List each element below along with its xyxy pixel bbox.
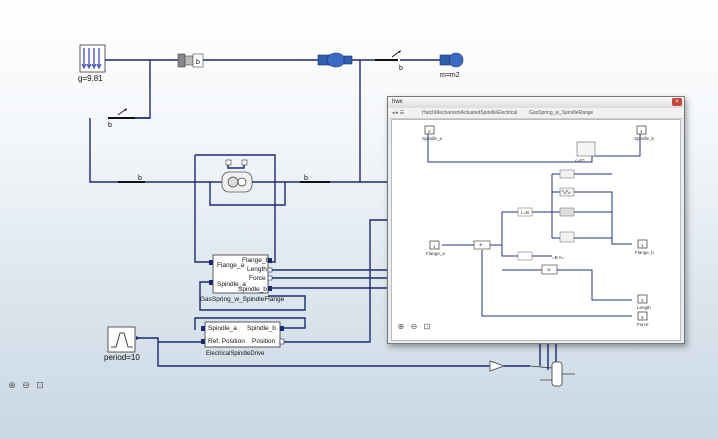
zoom-in-icon[interactable]: ⊕ (397, 322, 405, 331)
nav-arrows-icon[interactable]: ◂ ▸ ☰ (392, 110, 405, 116)
gs-port-flange-a: Flange_a (217, 262, 244, 269)
constant-label: c=F1 (575, 158, 586, 163)
subsystem-canvas[interactable]: 2 Spindle_a 4 Spindle_b 1 Flange_a 1 Fla… (391, 119, 681, 341)
port-label: Spindle_b (634, 136, 655, 141)
relational-label: L=B (521, 210, 529, 215)
port-label: Spindle_a (422, 136, 443, 141)
inner-mass[interactable] (559, 231, 575, 243)
zoom-out-icon[interactable]: ⊖ (22, 380, 30, 390)
switch-left[interactable] (108, 108, 135, 119)
port-num: 2 (641, 298, 644, 303)
port-label: Length (637, 305, 651, 310)
port-spindle-a[interactable] (424, 125, 435, 135)
spindle-drive-block[interactable] (201, 321, 285, 348)
zoom-in-icon[interactable]: ⊕ (8, 380, 16, 390)
gs-port-flange-b: Flange_b (242, 257, 269, 264)
source-period-label: period=10 (104, 353, 140, 362)
gravity-block[interactable] (79, 44, 106, 73)
subsystem-wires (427, 134, 641, 317)
constant-block[interactable] (576, 141, 596, 157)
port-num: 4 (640, 129, 643, 134)
zoom-fit-icon[interactable]: ⊡ (36, 380, 44, 390)
port-label: Flange_a (426, 251, 445, 256)
inner-damper[interactable] (559, 207, 575, 217)
port-force[interactable] (637, 311, 648, 321)
coupling-component[interactable] (221, 159, 253, 193)
port-flange-a[interactable] (429, 240, 440, 250)
port-spindle-b[interactable] (636, 125, 647, 135)
switch-top-label: b (399, 65, 403, 72)
inner-component[interactable] (559, 169, 575, 179)
subsystem-window[interactable]: hwx × ◂ ▸ ☰ HatchMechanismActuatedSpindl… (387, 96, 685, 344)
window-titlebar[interactable]: hwx × (388, 97, 684, 108)
window-title: hwx (392, 99, 403, 105)
gs-port-length: Length (247, 266, 267, 273)
subsystem-diagram: 2 Spindle_a 4 Spindle_b 1 Flange_a 1 Fla… (422, 125, 655, 327)
relational-block[interactable] (517, 207, 533, 217)
gain-block[interactable] (489, 360, 506, 372)
joint-block[interactable] (177, 53, 204, 68)
breadcrumb-item[interactable]: HatchMechanismActuatedSpindleElectrical (422, 110, 518, 116)
add-block[interactable]: + (473, 240, 491, 250)
port-label: Force (637, 322, 649, 327)
bar-left-label: b (138, 175, 142, 182)
gravity-label: g=9.81 (78, 74, 103, 83)
zoom-fit-icon[interactable]: ⊡ (423, 322, 431, 331)
port-flange-b[interactable] (637, 239, 648, 249)
port-num: 3 (641, 315, 644, 320)
switch-top[interactable] (375, 50, 401, 61)
breadcrumb-item[interactable]: GasSpring_w_SpindleRange (529, 110, 594, 116)
trapezoid-source-block[interactable] (107, 326, 140, 353)
motor-component[interactable] (317, 52, 353, 68)
close-icon[interactable]: × (672, 98, 682, 106)
svg-text:+: + (479, 243, 483, 249)
port-num: 1 (641, 243, 644, 248)
port-num: 2 (428, 129, 431, 134)
port-length[interactable] (637, 294, 648, 304)
switch-left-label: b (108, 122, 112, 129)
gas-spring-block[interactable] (209, 254, 273, 294)
sd-port-spindle-b: Spindle_b (247, 325, 276, 332)
mass-label: m=m2 (440, 72, 460, 79)
relational-block-2[interactable] (517, 251, 533, 261)
joint-label: b (196, 59, 200, 66)
sd-port-position: Position (252, 338, 276, 345)
inner-spring[interactable] (559, 187, 575, 197)
bar-right-label: b (304, 175, 308, 182)
relational-label-2: =B A= (552, 255, 565, 260)
zoom-out-icon[interactable]: ⊖ (410, 322, 418, 331)
gas-spring-name: GasSpring_w_SpindleFlange (200, 296, 285, 303)
svg-text:×: × (547, 268, 551, 274)
mass-component[interactable] (439, 52, 464, 68)
switch-block[interactable]: × (541, 264, 558, 275)
port-num: 1 (433, 244, 436, 249)
sd-port-ref-position: Ref. Position (208, 338, 245, 345)
gs-port-force: Force (249, 275, 266, 282)
window-toolbar: ◂ ▸ ☰ HatchMechanismActuatedSpindleElect… (388, 108, 684, 119)
sum-block[interactable] (529, 361, 575, 387)
sd-port-spindle-a: Spindle_a (208, 325, 237, 332)
port-label: Flange_b (635, 250, 654, 255)
gs-port-spindle-a: Spindle_a (217, 281, 246, 288)
spindle-drive-name: ElectricalSpindleDrive (206, 351, 265, 357)
gs-port-spindle-b: Spindle_b (238, 286, 267, 293)
